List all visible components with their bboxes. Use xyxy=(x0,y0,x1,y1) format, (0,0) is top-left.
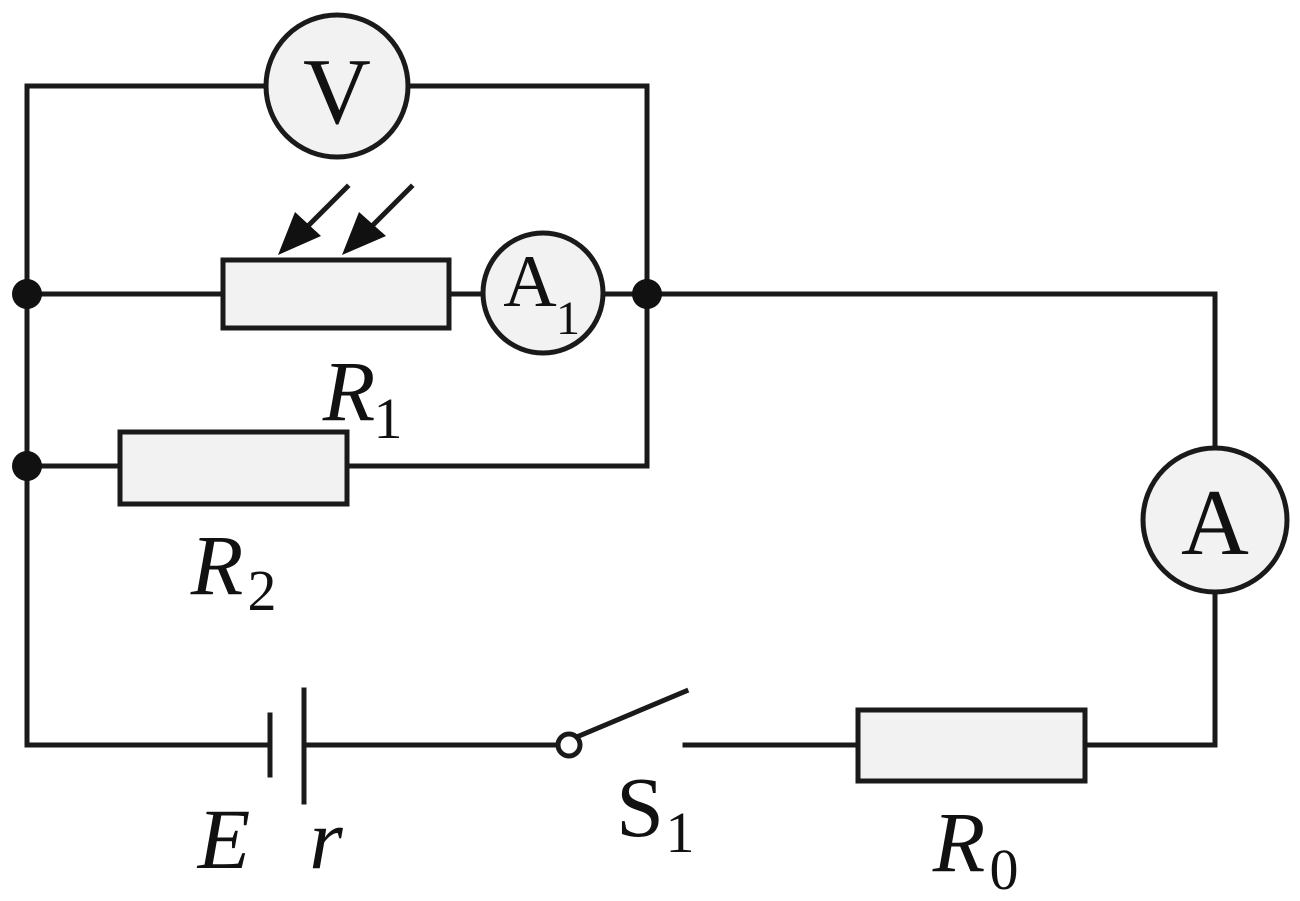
voltmeter-label: V xyxy=(303,40,371,144)
label-s1: S 1 xyxy=(616,759,694,865)
junction-dot-left-bottom xyxy=(12,451,42,481)
voltmeter: V xyxy=(263,12,411,160)
label-s1-sub: 1 xyxy=(666,800,695,865)
wire-to-ammeter xyxy=(644,291,1218,451)
wire-voltmeter-right xyxy=(405,83,650,469)
switch-s1 xyxy=(555,687,690,759)
label-r1: R 1 xyxy=(322,343,403,451)
light-arrows-icon xyxy=(278,183,415,255)
junction-dot-left-top xyxy=(12,279,42,309)
resistor-r0 xyxy=(855,707,1088,784)
label-r-internal: r xyxy=(309,791,343,887)
label-r1-sub: 1 xyxy=(374,386,403,451)
ammeter-main: A xyxy=(1140,445,1290,595)
label-r0-sub: 0 xyxy=(990,837,1019,901)
wire-from-ammeter xyxy=(1082,589,1218,748)
ammeter-a1: A 1 xyxy=(480,230,606,356)
resistor-r1 xyxy=(220,257,452,331)
wire-voltmeter-branch xyxy=(24,83,269,297)
label-r0-main: R xyxy=(932,794,986,890)
label-r2: R 2 xyxy=(190,517,277,623)
label-r1-main: R xyxy=(322,343,376,439)
label-s1-main: S xyxy=(616,759,664,855)
wires xyxy=(24,83,1218,748)
label-emf: E r xyxy=(196,791,344,887)
ammeter-main-label: A xyxy=(1181,471,1249,575)
ammeter-a1-subscript: 1 xyxy=(556,292,580,345)
label-r2-main: R xyxy=(190,517,244,613)
label-r2-sub: 2 xyxy=(248,558,277,623)
label-e: E xyxy=(196,791,251,887)
ammeter-a1-label: A xyxy=(503,241,556,323)
battery-icon xyxy=(267,687,307,805)
resistor-r2 xyxy=(117,429,350,507)
label-r0: R 0 xyxy=(932,794,1019,901)
junction-dot-right xyxy=(632,279,662,309)
